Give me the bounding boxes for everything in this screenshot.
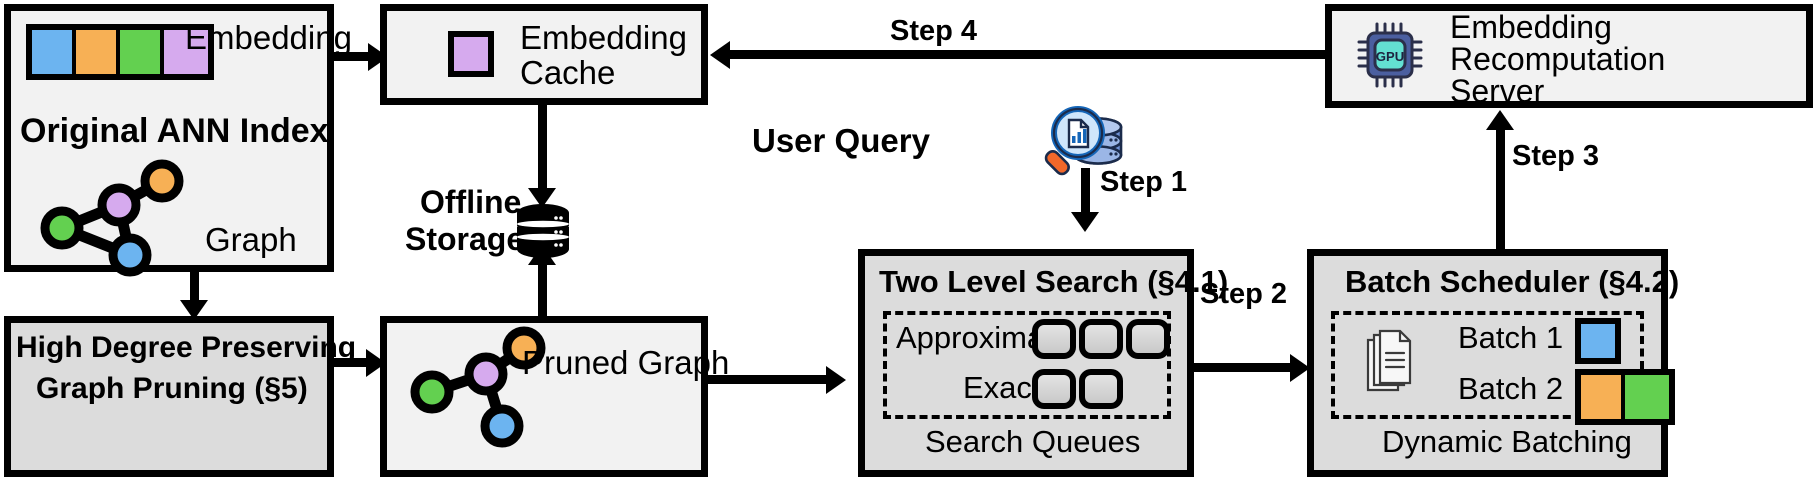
documents-icon [1364, 329, 1418, 396]
graph-pruning-title-line2: Graph Pruning (§5) [36, 372, 308, 405]
arrow-index-to-pruning-line [190, 272, 199, 304]
two-level-search-title: Two Level Search (§4.1) [879, 264, 1229, 299]
batch-2-items [1575, 369, 1675, 425]
arrow-cache-to-storage-line [538, 105, 547, 193]
step4-label: Step 4 [890, 15, 978, 47]
arrow-step1-line [1081, 168, 1090, 218]
offline-storage-label-line1: Offline [420, 184, 522, 220]
embedding-cell-green [120, 30, 164, 74]
original-graph-icon [34, 159, 204, 277]
recomputation-server-line3: Server [1450, 73, 1545, 109]
arrow-pruning-to-pruned-line [334, 358, 376, 367]
step1-label: Step 1 [1100, 166, 1188, 198]
batch-2-label: Batch 2 [1458, 371, 1564, 406]
graph-label: Graph [205, 221, 297, 258]
embedding-cache-swatch [448, 31, 494, 77]
arrow-pruned-to-storage-line [538, 262, 547, 320]
embedding-cell-orange [76, 30, 120, 74]
database-icon [516, 203, 570, 259]
batch-1-label: Batch 1 [1458, 320, 1564, 355]
recomputation-server-line2: Recomputation [1450, 41, 1666, 77]
recomputation-server-line1: Embedding [1450, 9, 1612, 45]
search-row-label-exact: Exact [963, 370, 1041, 405]
queue-slot[interactable] [1126, 319, 1170, 359]
graph-pruning-box [4, 316, 334, 477]
arrow-step3-line [1496, 128, 1505, 250]
arrow-step3-head [1486, 110, 1514, 130]
batch-scheduler-title: Batch Scheduler (§4.2) [1345, 264, 1680, 299]
batch-2-item-orange [1581, 375, 1625, 419]
embedding-cell-blue [32, 30, 76, 74]
batch-2-item-green [1625, 375, 1669, 419]
queue-slot[interactable] [1032, 369, 1076, 409]
arrow-cache-to-storage-head [528, 188, 556, 208]
dynamic-batching-dashed-region [1331, 311, 1644, 419]
search-database-icon [1044, 100, 1127, 178]
arrow-step2-line [1194, 363, 1299, 372]
dynamic-batching-footer: Dynamic Batching [1382, 424, 1632, 459]
arrow-pruned-to-storage-head [528, 245, 556, 265]
embedding-cache-box [380, 4, 708, 105]
two-level-search-box [858, 249, 1194, 477]
arrow-pruned-to-search-line [708, 375, 836, 384]
arrow-step4-head [710, 41, 730, 69]
arrow-step4-line [730, 50, 1325, 59]
search-queues-footer: Search Queues [925, 424, 1141, 459]
embedding-cache-title-line1: Embedding [520, 19, 687, 56]
gpu-icon-text: GPU [1376, 49, 1404, 64]
graph-pruning-title-line1: High Degree Preserving [16, 331, 357, 364]
queue-slot[interactable] [1079, 369, 1123, 409]
pruned-graph-label: Pruned Graph [522, 344, 730, 381]
user-query-label: User Query [752, 122, 930, 159]
search-queues-dashed-region [883, 311, 1171, 419]
embedding-cell-purple [164, 30, 208, 74]
embedding-strip [26, 24, 214, 80]
offline-storage-label-line2: Storage [405, 221, 525, 257]
search-queue-exact [1032, 369, 1123, 409]
pruned-graph-icon [408, 326, 558, 450]
embedding-label: Embedding [185, 19, 352, 56]
step2-label: Step 2 [1200, 278, 1288, 310]
arrow-index-to-pruning-head [180, 300, 208, 320]
queue-slot[interactable] [1032, 319, 1076, 359]
gpu-chip-icon: GPU [1357, 22, 1423, 88]
queue-slot[interactable] [1079, 319, 1123, 359]
arrow-pruned-to-search-head [826, 366, 846, 394]
original-ann-index-title: Original ANN Index [20, 112, 329, 150]
arrow-index-to-cache-line [334, 52, 376, 61]
batch-1-item-blue [1575, 318, 1621, 364]
step3-label: Step 3 [1512, 140, 1600, 172]
arrow-step2-head [1290, 354, 1310, 382]
search-queue-approximate [1032, 319, 1170, 359]
embedding-cache-title-line2: Cache [520, 54, 616, 91]
arrow-step1-head [1071, 212, 1099, 232]
